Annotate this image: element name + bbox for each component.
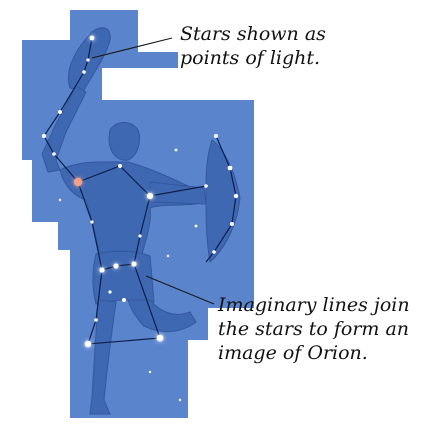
head — [109, 123, 139, 161]
star — [234, 194, 238, 198]
star — [131, 261, 136, 266]
star — [118, 164, 122, 168]
star — [230, 222, 234, 226]
caption-line: points of light. — [180, 47, 320, 69]
star — [138, 234, 141, 237]
caption-line: the stars to form an — [218, 318, 409, 340]
star — [147, 193, 153, 199]
star — [90, 36, 95, 41]
caption-points-of-light: Stars shown as points of light. — [180, 22, 326, 70]
highlight-star — [74, 178, 82, 186]
star — [90, 220, 93, 223]
star — [58, 110, 62, 114]
star — [99, 267, 104, 272]
caption-line: Stars shown as — [180, 23, 326, 45]
star — [228, 166, 233, 171]
star — [195, 225, 198, 228]
star — [108, 290, 111, 293]
star — [212, 250, 216, 254]
star — [157, 335, 164, 342]
caption-line: image of Orion. — [218, 342, 368, 364]
star — [113, 263, 118, 268]
star — [149, 371, 151, 373]
star — [82, 70, 86, 74]
star — [179, 399, 181, 401]
star — [204, 184, 208, 188]
star — [86, 58, 89, 61]
star — [59, 199, 61, 201]
star — [214, 134, 218, 138]
caption-imaginary-lines: Imaginary lines join the stars to form a… — [218, 293, 410, 365]
star — [42, 134, 46, 138]
star — [167, 255, 169, 257]
star — [52, 152, 56, 156]
star — [94, 318, 98, 322]
star — [122, 298, 126, 302]
caption-line: Imaginary lines join — [218, 294, 410, 316]
star — [175, 149, 178, 152]
star — [85, 341, 91, 347]
